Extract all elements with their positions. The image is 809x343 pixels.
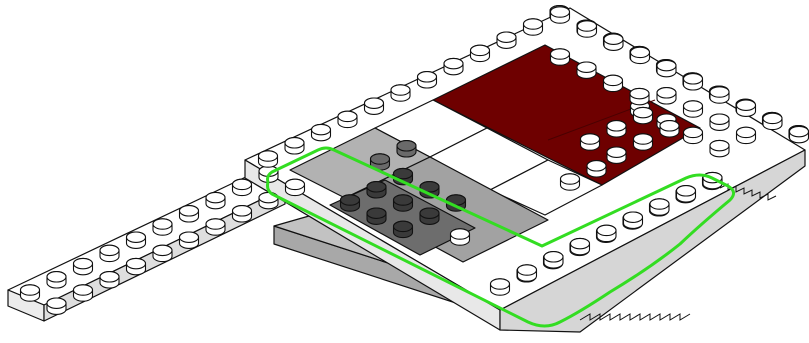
stud-icon [577,62,596,78]
stud-icon [74,258,93,274]
stud-icon [206,219,225,235]
stud-icon [581,134,600,150]
stud-icon [21,285,40,301]
stud-icon [497,32,516,48]
stud-icon [285,138,304,154]
stud-icon [365,98,384,114]
stud-icon [518,265,537,281]
stud-icon [710,140,729,156]
stud-icon [684,101,703,117]
stud-icon [100,245,119,261]
stud-icon [394,221,413,237]
stud-icon [418,72,437,88]
stud-icon [607,147,626,163]
stud-icon [127,258,146,274]
stud-icon [391,85,410,101]
stud-icon [630,88,649,104]
stud-icon [624,212,643,228]
stud-icon [397,141,416,157]
stud-icon [561,174,580,190]
stud-icon [737,127,756,143]
stud-icon [710,114,729,130]
stud-icon [451,229,470,245]
stud-icon [551,7,570,23]
stud-icon [47,298,66,314]
stud-icon [259,151,278,167]
stud-icon [312,124,331,140]
stud-icon [634,134,653,150]
stud-icon [657,60,676,76]
stud-icon [47,272,66,288]
stud-icon [180,206,199,222]
stud-icon [631,47,650,63]
stud-icon [233,206,252,222]
stud-icon [763,113,782,129]
stud-icon [790,126,809,142]
stud-icon [571,238,590,254]
stud-icon [471,45,490,61]
stud-icon [677,186,696,202]
stud-icon [684,127,703,143]
stud-icon [491,279,510,295]
stud-icon [710,87,729,103]
stud-icon [551,49,570,65]
stud-icon [153,245,172,261]
stud-icon [206,192,225,208]
stud-icon [367,182,386,198]
stud-icon [286,179,305,195]
stud-icon [444,58,463,74]
stud-icon [544,252,563,268]
stud-icon [394,195,413,211]
stud-icon [660,121,679,137]
stud-icon [604,34,623,50]
stud-icon [607,121,626,137]
stud-icon [338,111,357,127]
stud-icon [524,19,543,35]
stud-icon [100,272,119,288]
stud-icon [684,74,703,90]
stud-icon [74,285,93,301]
stud-icon [587,161,606,177]
stud-icon [180,232,199,248]
stud-icon [578,21,597,37]
stud-icon [634,107,653,123]
stud-icon [657,88,676,104]
stud-icon [604,75,623,91]
stud-icon [420,208,439,224]
stud-icon [233,179,252,195]
stud-icon [650,199,669,215]
stud-icon [367,208,386,224]
stud-icon [127,232,146,248]
stud-icon [737,100,756,116]
stud-icon [341,195,360,211]
stud-icon [597,225,616,241]
stud-icon [153,219,172,235]
